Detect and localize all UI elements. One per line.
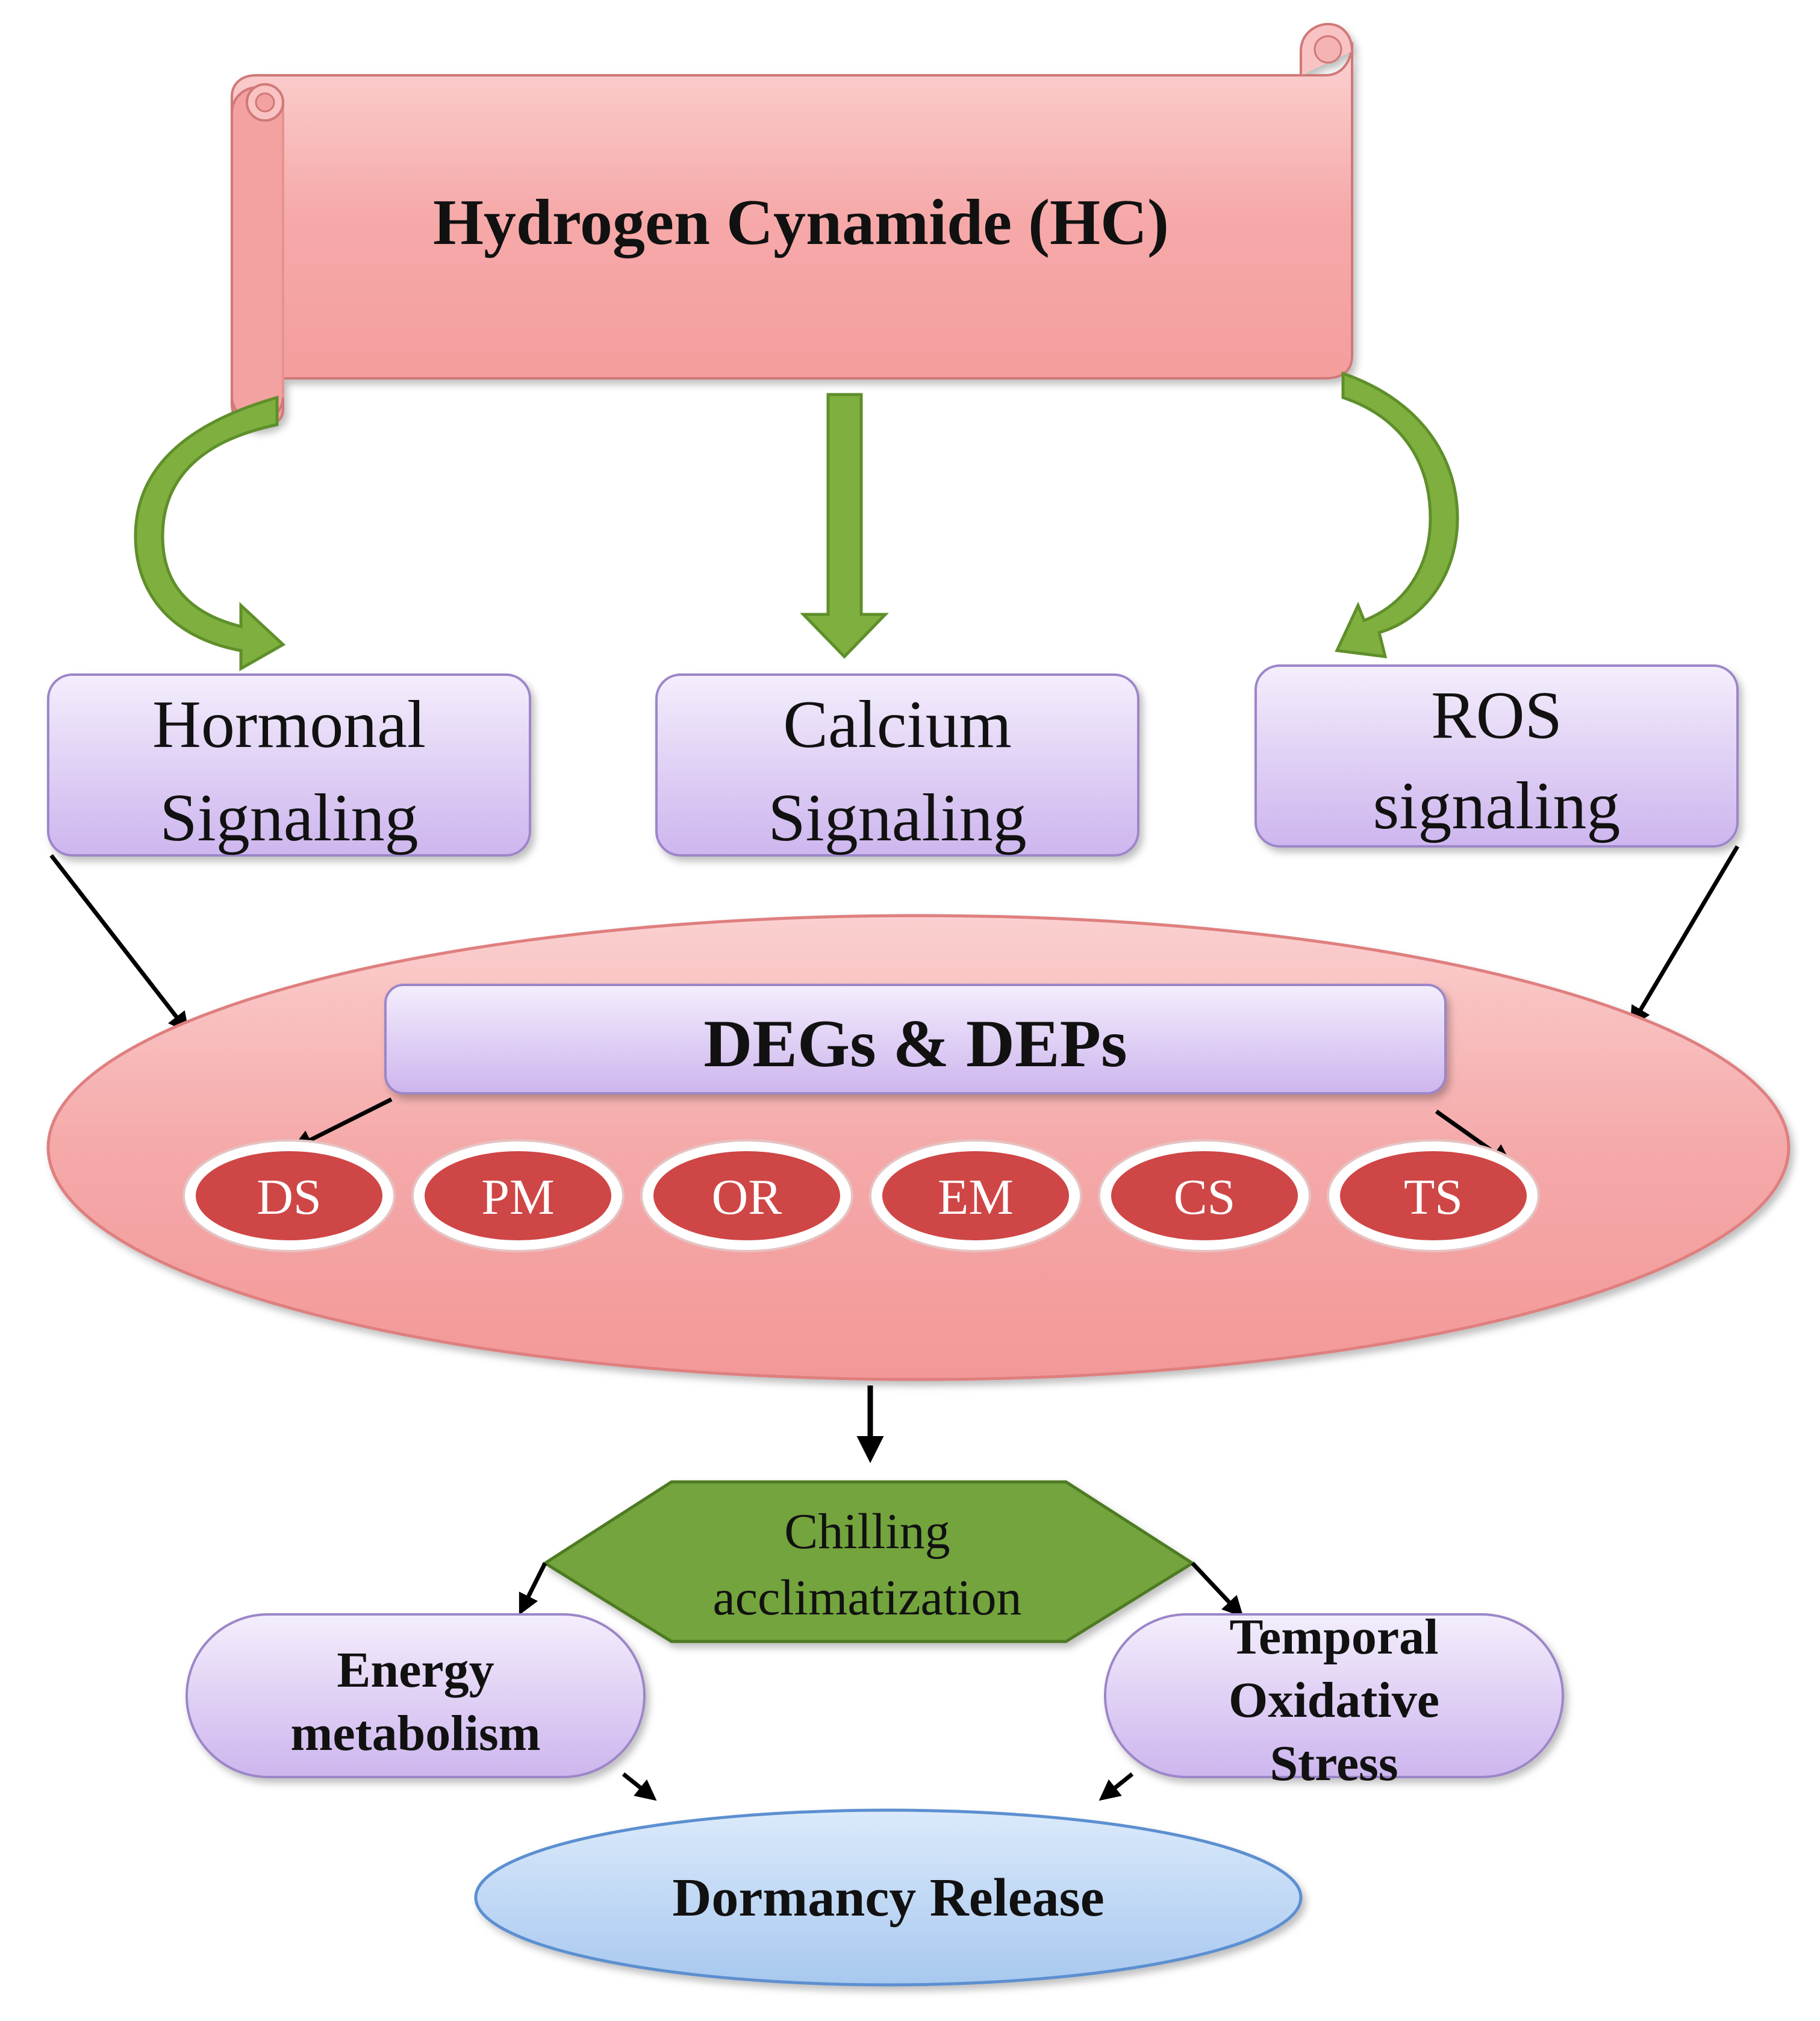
calcium-label-2: Signaling <box>768 781 1026 855</box>
arrow-temporal-to-dormancy <box>1099 1772 1134 1801</box>
degs-deps-label: DEGs & DEPs <box>703 1007 1127 1081</box>
category-oval-ts <box>1340 1151 1527 1240</box>
category-label-ts: TS <box>1404 1169 1463 1225</box>
category-oval-pm <box>425 1151 611 1240</box>
temporal-label-1: Temporal <box>1230 1609 1439 1665</box>
category-oval-em <box>882 1151 1069 1240</box>
arrow-chilling-to-energy <box>519 1562 547 1616</box>
category-label-pm: PM <box>481 1169 554 1225</box>
chilling-label-2: acclimatization <box>712 1570 1021 1626</box>
temporal-label-2: Oxidative <box>1229 1672 1439 1728</box>
temporal-oxidative-box <box>1104 1613 1564 1778</box>
green-arrows <box>134 371 1459 672</box>
arrow-chilling-to-temporal <box>1191 1561 1244 1618</box>
hormonal-signaling-box <box>47 673 531 857</box>
arrow-degs-left <box>291 1097 393 1150</box>
category-oval-ds <box>196 1151 382 1240</box>
calcium-signaling-box <box>655 673 1139 857</box>
hc-title: Hydrogen Cynamide (HC) <box>433 187 1169 258</box>
hormonal-label-2: Signaling <box>160 781 418 855</box>
category-oval-or <box>653 1151 840 1240</box>
hc-scroll-banner <box>231 22 1353 430</box>
dormancy-release-label: Dormancy Release <box>672 1868 1104 1928</box>
ros-label-1: ROS <box>1431 678 1562 753</box>
ros-label-2: signaling <box>1373 769 1621 843</box>
energy-metabolism-box <box>185 1613 646 1778</box>
calcium-label-1: Calcium <box>783 687 1011 762</box>
category-label-em: EM <box>938 1169 1014 1225</box>
category-ovals: DS PM OR EM CS TS <box>182 1139 1540 1252</box>
temporal-label-3: Stress <box>1270 1735 1398 1791</box>
energy-label-2: metabolism <box>290 1705 540 1761</box>
arrow-hormonal-to-ellipse <box>49 854 190 1034</box>
category-label-cs: CS <box>1174 1169 1236 1225</box>
arrow-energy-to-dormancy <box>622 1772 657 1801</box>
category-oval-cs <box>1111 1151 1298 1240</box>
energy-label-1: Energy <box>337 1642 494 1698</box>
arrow-ros-to-ellipse <box>1630 845 1740 1028</box>
dormancy-release-ellipse <box>474 1808 1303 1987</box>
degs-deps-box <box>384 984 1447 1095</box>
hormonal-label-1: Hormonal <box>152 687 426 762</box>
chilling-label-1: Chilling <box>784 1504 950 1560</box>
category-label-or: OR <box>712 1169 782 1225</box>
ros-signaling-box <box>1254 664 1739 848</box>
category-label-ds: DS <box>257 1169 321 1225</box>
